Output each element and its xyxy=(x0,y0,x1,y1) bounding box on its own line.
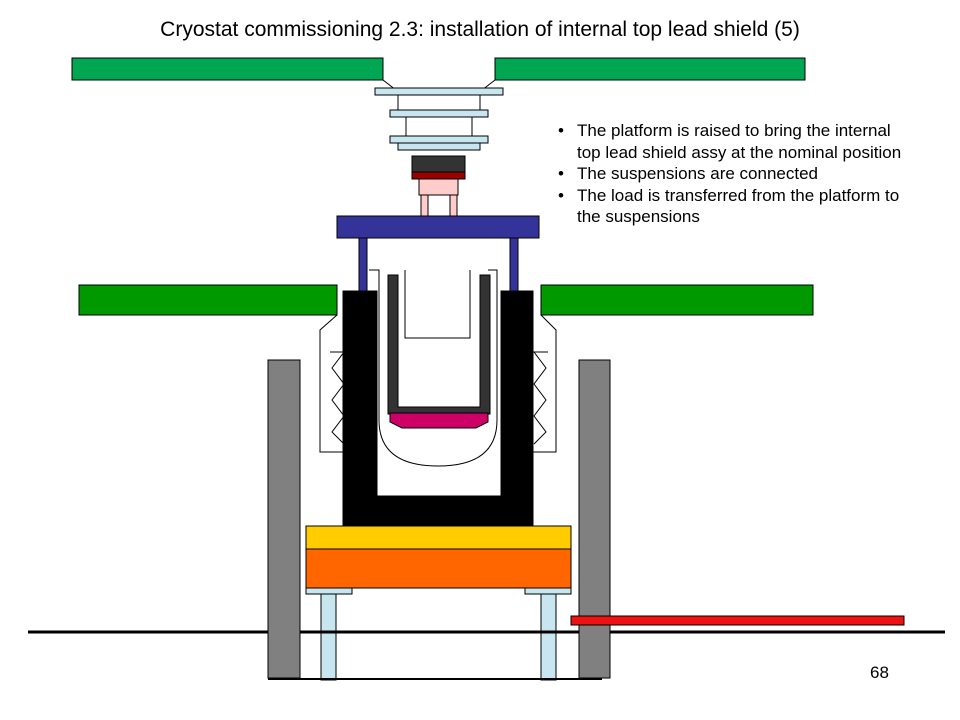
flange-3 xyxy=(389,135,489,144)
platform-cap-left xyxy=(305,587,353,595)
gray-support-left xyxy=(267,359,301,679)
bullet-load-transferred: The load is transferred from the platfor… xyxy=(556,185,916,228)
lead-block xyxy=(411,155,466,175)
bellows-right xyxy=(533,351,548,445)
flange-4 xyxy=(397,142,481,151)
suspension-rod-right xyxy=(509,237,519,293)
bullet-suspensions-connected: The suspensions are connected xyxy=(556,163,916,185)
yellow-platform xyxy=(305,525,572,550)
magenta-base xyxy=(389,412,489,429)
platform-cap-right xyxy=(524,587,572,595)
page-number: 68 xyxy=(870,663,889,682)
slide-title: Cryostat commissioning 2.3: installation… xyxy=(160,18,800,41)
navy-plate xyxy=(336,215,540,239)
pink-adapter xyxy=(418,178,459,196)
bullet-list: The platform is raised to bring the inte… xyxy=(556,120,916,228)
platform-leg-right xyxy=(540,593,557,681)
bellows-left xyxy=(330,351,345,445)
top-floor-right xyxy=(494,57,806,81)
orange-platform xyxy=(305,548,572,589)
inner-cup-outline xyxy=(404,270,471,339)
internal-top-lead-shield xyxy=(387,274,491,415)
cryostat-wall-left xyxy=(319,314,344,453)
inner-vessel-outline xyxy=(369,269,498,467)
middle-floor-right xyxy=(540,284,814,316)
red-band xyxy=(411,171,466,180)
cryostat-wall-right xyxy=(532,314,557,453)
pink-leg-left xyxy=(420,194,429,217)
gray-support-right xyxy=(578,359,611,679)
pink-leg-right xyxy=(449,194,458,217)
suspension-rod-left xyxy=(358,237,368,293)
flange-1 xyxy=(374,87,504,96)
bullet-platform-raised: The platform is raised to bring the inte… xyxy=(556,120,916,163)
flange-2 xyxy=(389,109,489,118)
platform-leg-left xyxy=(320,593,337,681)
top-floor-left xyxy=(71,57,384,81)
red-rail xyxy=(570,615,905,626)
top-opening-outline xyxy=(382,58,496,91)
middle-floor-left xyxy=(78,284,338,316)
